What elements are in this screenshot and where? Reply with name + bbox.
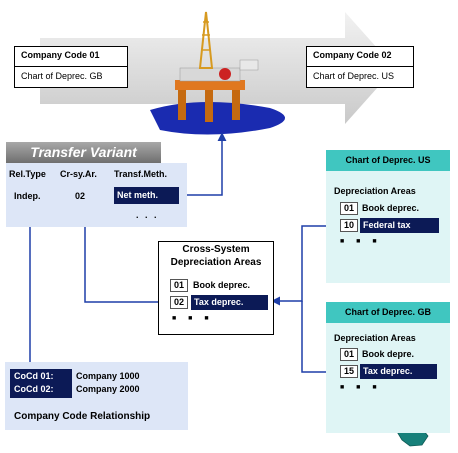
chart-us-row-1-label: Book deprec. [362, 203, 420, 213]
company-codes-highlight [10, 369, 72, 398]
chart-us-row-2-num: 10 [340, 219, 358, 232]
header-rel-type: Rel.Type [9, 169, 46, 179]
relationship-company-2: Company 2000 [76, 384, 140, 394]
connector-gb-to-cross [301, 301, 336, 373]
transfer-variant-more: . . . [136, 210, 159, 220]
relationship-code-2: CoCd 02: [14, 384, 54, 394]
chart-gb-row-2-label: Tax deprec. [360, 364, 437, 379]
company-relationship-caption: Company Code Relationship [14, 411, 151, 422]
cross-row-1-num: 01 [170, 279, 188, 292]
cross-system-title-line2: Depreciation Areas [170, 257, 262, 268]
source-company-box: Company Code 01 Chart of Deprec. GB [14, 46, 128, 88]
chart-us-title: Chart of Deprec. US [326, 150, 450, 171]
cross-system-more: ■ ■ ■ [172, 315, 214, 322]
chart-us-row-1-num: 01 [340, 202, 358, 215]
cross-system-title-line1: Cross-System [182, 244, 250, 255]
cross-row-1-label: Book deprec. [193, 280, 251, 290]
value-transfer-method: Net meth. [114, 187, 179, 204]
chart-us-subtitle: Depreciation Areas [334, 186, 416, 196]
chart-us-more: ■ ■ ■ [340, 238, 382, 245]
source-company-chart: Chart of Deprec. GB [21, 71, 103, 81]
target-company-box: Company Code 02 Chart of Deprec. US [306, 46, 414, 88]
chart-gb-row-1-label: Book depre. [362, 349, 415, 359]
oil-platform-icon [150, 11, 285, 135]
relationship-company-1: Company 1000 [76, 371, 140, 381]
transfer-variant-title: Transfer Variant [6, 142, 161, 163]
connector-us-to-cross [271, 225, 336, 306]
chart-us-row-2-label: Federal tax [360, 218, 439, 233]
connector-netmeth-to-platform [180, 132, 227, 196]
header-transfer-method: Transf.Meth. [114, 169, 168, 179]
cross-row-2-num: 02 [170, 296, 188, 309]
value-cross-system-area: 02 [75, 191, 86, 201]
chart-gb-subtitle: Depreciation Areas [334, 333, 416, 343]
chart-gb-row-2-num: 15 [340, 365, 358, 378]
target-company-title: Company Code 02 [307, 47, 413, 67]
header-cross-system-area: Cr-sy.Ar. [60, 169, 97, 179]
chart-gb-title: Chart of Deprec. GB [326, 302, 450, 323]
value-rel-type: Indep. [14, 191, 41, 201]
chart-gb-more: ■ ■ ■ [340, 384, 382, 391]
target-company-chart: Chart of Deprec. US [313, 71, 395, 81]
source-company-title: Company Code 01 [15, 47, 127, 67]
cross-row-2-label: Tax deprec. [191, 295, 268, 310]
relationship-code-1: CoCd 01: [14, 371, 54, 381]
connector-cross-to-variant [80, 217, 158, 303]
chart-gb-row-1-num: 01 [340, 348, 358, 361]
